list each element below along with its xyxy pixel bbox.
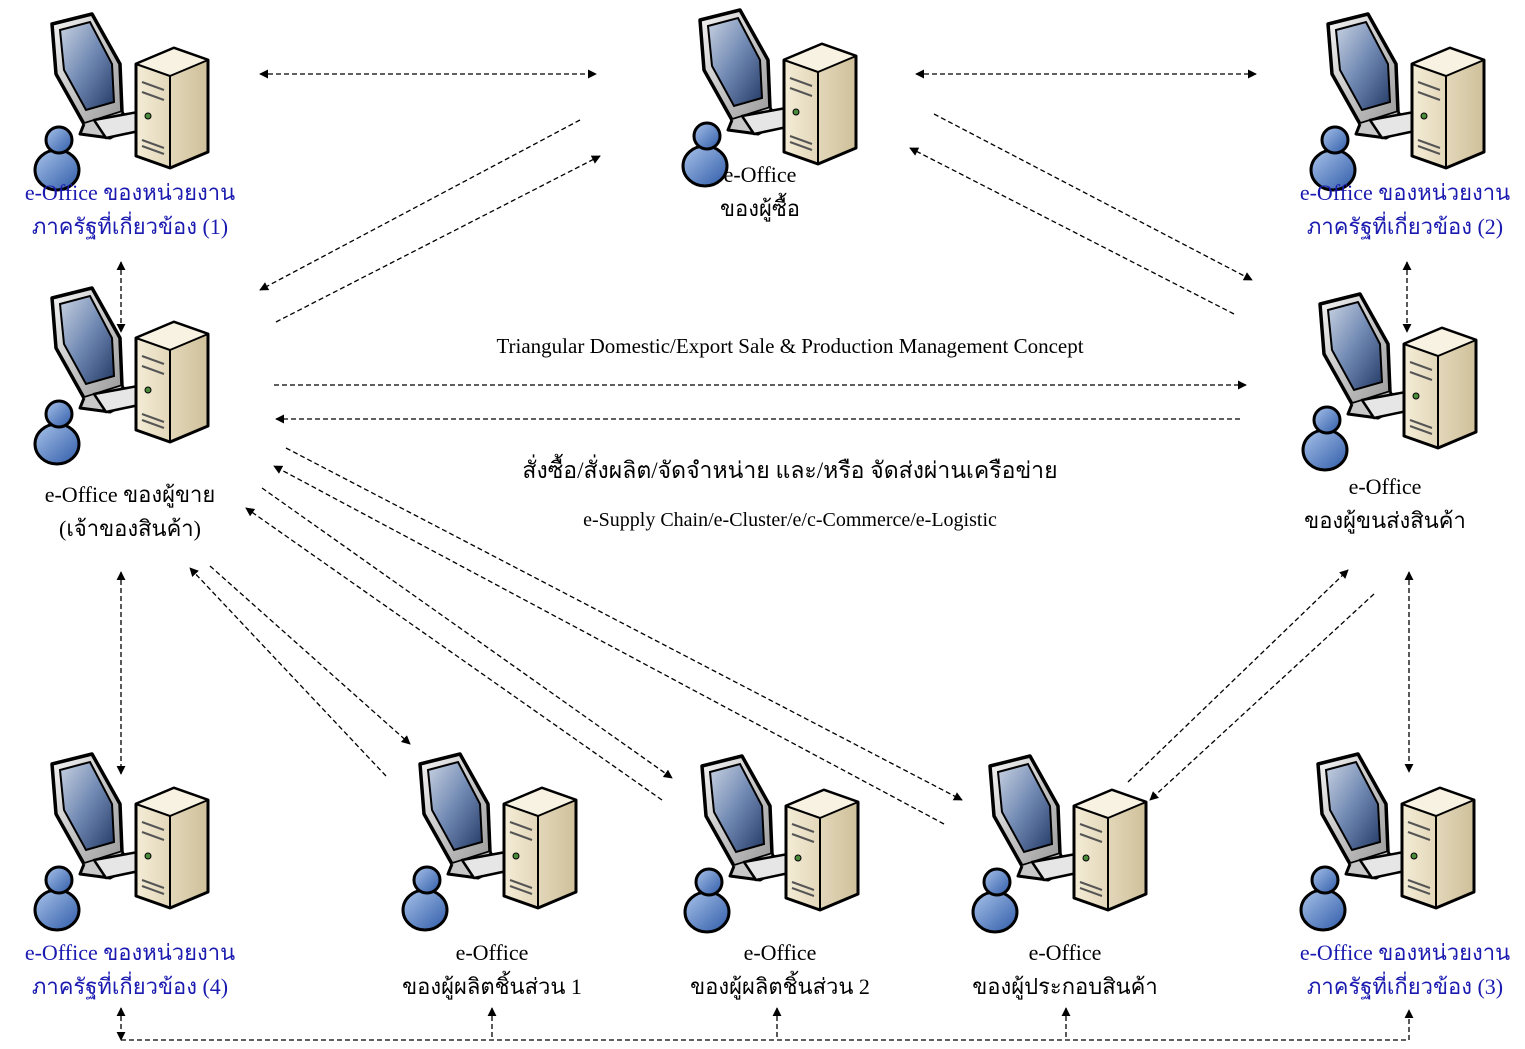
node-label-line1: e-Office ของหน่วยงาน: [24, 180, 236, 205]
arrow-parts1-to-seller: [189, 567, 387, 777]
arrow-logistics-to-assembler: [1149, 593, 1375, 801]
node-label-line1: e-Office ของหน่วยงาน: [1299, 180, 1511, 205]
node-label-line2: ของผู้ประกอบสินค้า: [972, 974, 1158, 999]
concept-title: Triangular Domestic/Export Sale & Produc…: [496, 334, 1084, 358]
node-label-line1: e-Office: [455, 940, 529, 965]
workstation-user-icon-assembler: [971, 754, 1148, 934]
workstation-user-icon-parts2: [683, 754, 860, 934]
node-label-logistics: e-Office ของผู้ขนส่งสินค้า: [1255, 470, 1515, 538]
node-label-line1: e-Office ของผู้ขาย: [44, 482, 216, 507]
arrow-seller-to-buyer: [275, 155, 601, 323]
node-label-line1: e-Office: [1028, 940, 1102, 965]
arrow-seller-to-parts1: [209, 565, 411, 745]
arrow-assembler-to-logistics: [1127, 569, 1349, 783]
node-label-line1: e-Office: [743, 940, 817, 965]
node-label-gov2: e-Office ของหน่วยงาน ภาครัฐที่เกี่ยวข้อง…: [1275, 176, 1525, 244]
node-label-seller: e-Office ของผู้ขาย (เจ้าของสินค้า): [0, 478, 260, 546]
node-label-buyer: e-Office ของผู้ซื้อ: [660, 158, 860, 226]
workstation-user-icon-gov3: [1299, 752, 1476, 932]
node-label-line2: ของผู้ผลิตชิ้นส่วน 1: [402, 974, 582, 999]
arrow-seller-to-parts2: [261, 487, 673, 779]
node-label-line2: ของผู้ผลิตชิ้นส่วน 2: [690, 974, 870, 999]
arrow-buyer-to-logistics: [933, 113, 1253, 281]
network-caption-en: e-Supply Chain/e-Cluster/e/c-Commerce/e-…: [583, 509, 997, 531]
node-label-line1: e-Office ของหน่วยงาน: [24, 940, 236, 965]
arrow-assembler-to-seller: [273, 465, 945, 825]
node-label-line2: ของผู้ซื้อ: [719, 196, 801, 221]
node-label-line2: ของผู้ขนส่งสินค้า: [1304, 508, 1466, 533]
node-label-line2: (เจ้าของสินค้า): [59, 516, 201, 541]
node-label-line2: ภาครัฐที่เกี่ยวข้อง (1): [31, 214, 229, 239]
network-caption-thai: สั่งซื้อ/สั่งผลิต/จัดจำหน่าย และ/หรือ จั…: [522, 458, 1058, 483]
node-label-parts1: e-Office ของผู้ผลิตชิ้นส่วน 1: [372, 936, 612, 1004]
workstation-user-icon-logistics: [1301, 292, 1478, 472]
node-label-line2: ภาครัฐที่เกี่ยวข้อง (3): [1306, 974, 1504, 999]
arrow-seller-to-assembler: [285, 447, 963, 801]
node-label-line1: e-Office: [1348, 474, 1422, 499]
node-label-gov3: e-Office ของหน่วยงาน ภาครัฐที่เกี่ยวข้อง…: [1275, 936, 1525, 1004]
node-label-line1: e-Office: [723, 162, 797, 187]
workstation-user-icon-gov1: [33, 12, 210, 192]
workstation-user-icon-parts1: [401, 752, 578, 932]
workstation-user-icon-gov2: [1309, 12, 1486, 192]
arrow-logistics-to-buyer: [909, 147, 1235, 315]
node-label-line1: e-Office ของหน่วยงาน: [1299, 940, 1511, 965]
arrow-buyer-to-seller: [259, 119, 581, 291]
node-label-line2: ภาครัฐที่เกี่ยวข้อง (4): [31, 974, 229, 999]
node-label-assembler: e-Office ของผู้ประกอบสินค้า: [945, 936, 1185, 1004]
node-label-gov4: e-Office ของหน่วยงาน ภาครัฐที่เกี่ยวข้อง…: [0, 936, 260, 1004]
node-label-parts2: e-Office ของผู้ผลิตชิ้นส่วน 2: [660, 936, 900, 1004]
node-label-line2: ภาครัฐที่เกี่ยวข้อง (2): [1306, 214, 1504, 239]
node-label-gov1: e-Office ของหน่วยงาน ภาครัฐที่เกี่ยวข้อง…: [0, 176, 260, 244]
workstation-user-icon-gov4: [33, 752, 210, 932]
arrow-parts2-to-seller: [245, 507, 663, 801]
